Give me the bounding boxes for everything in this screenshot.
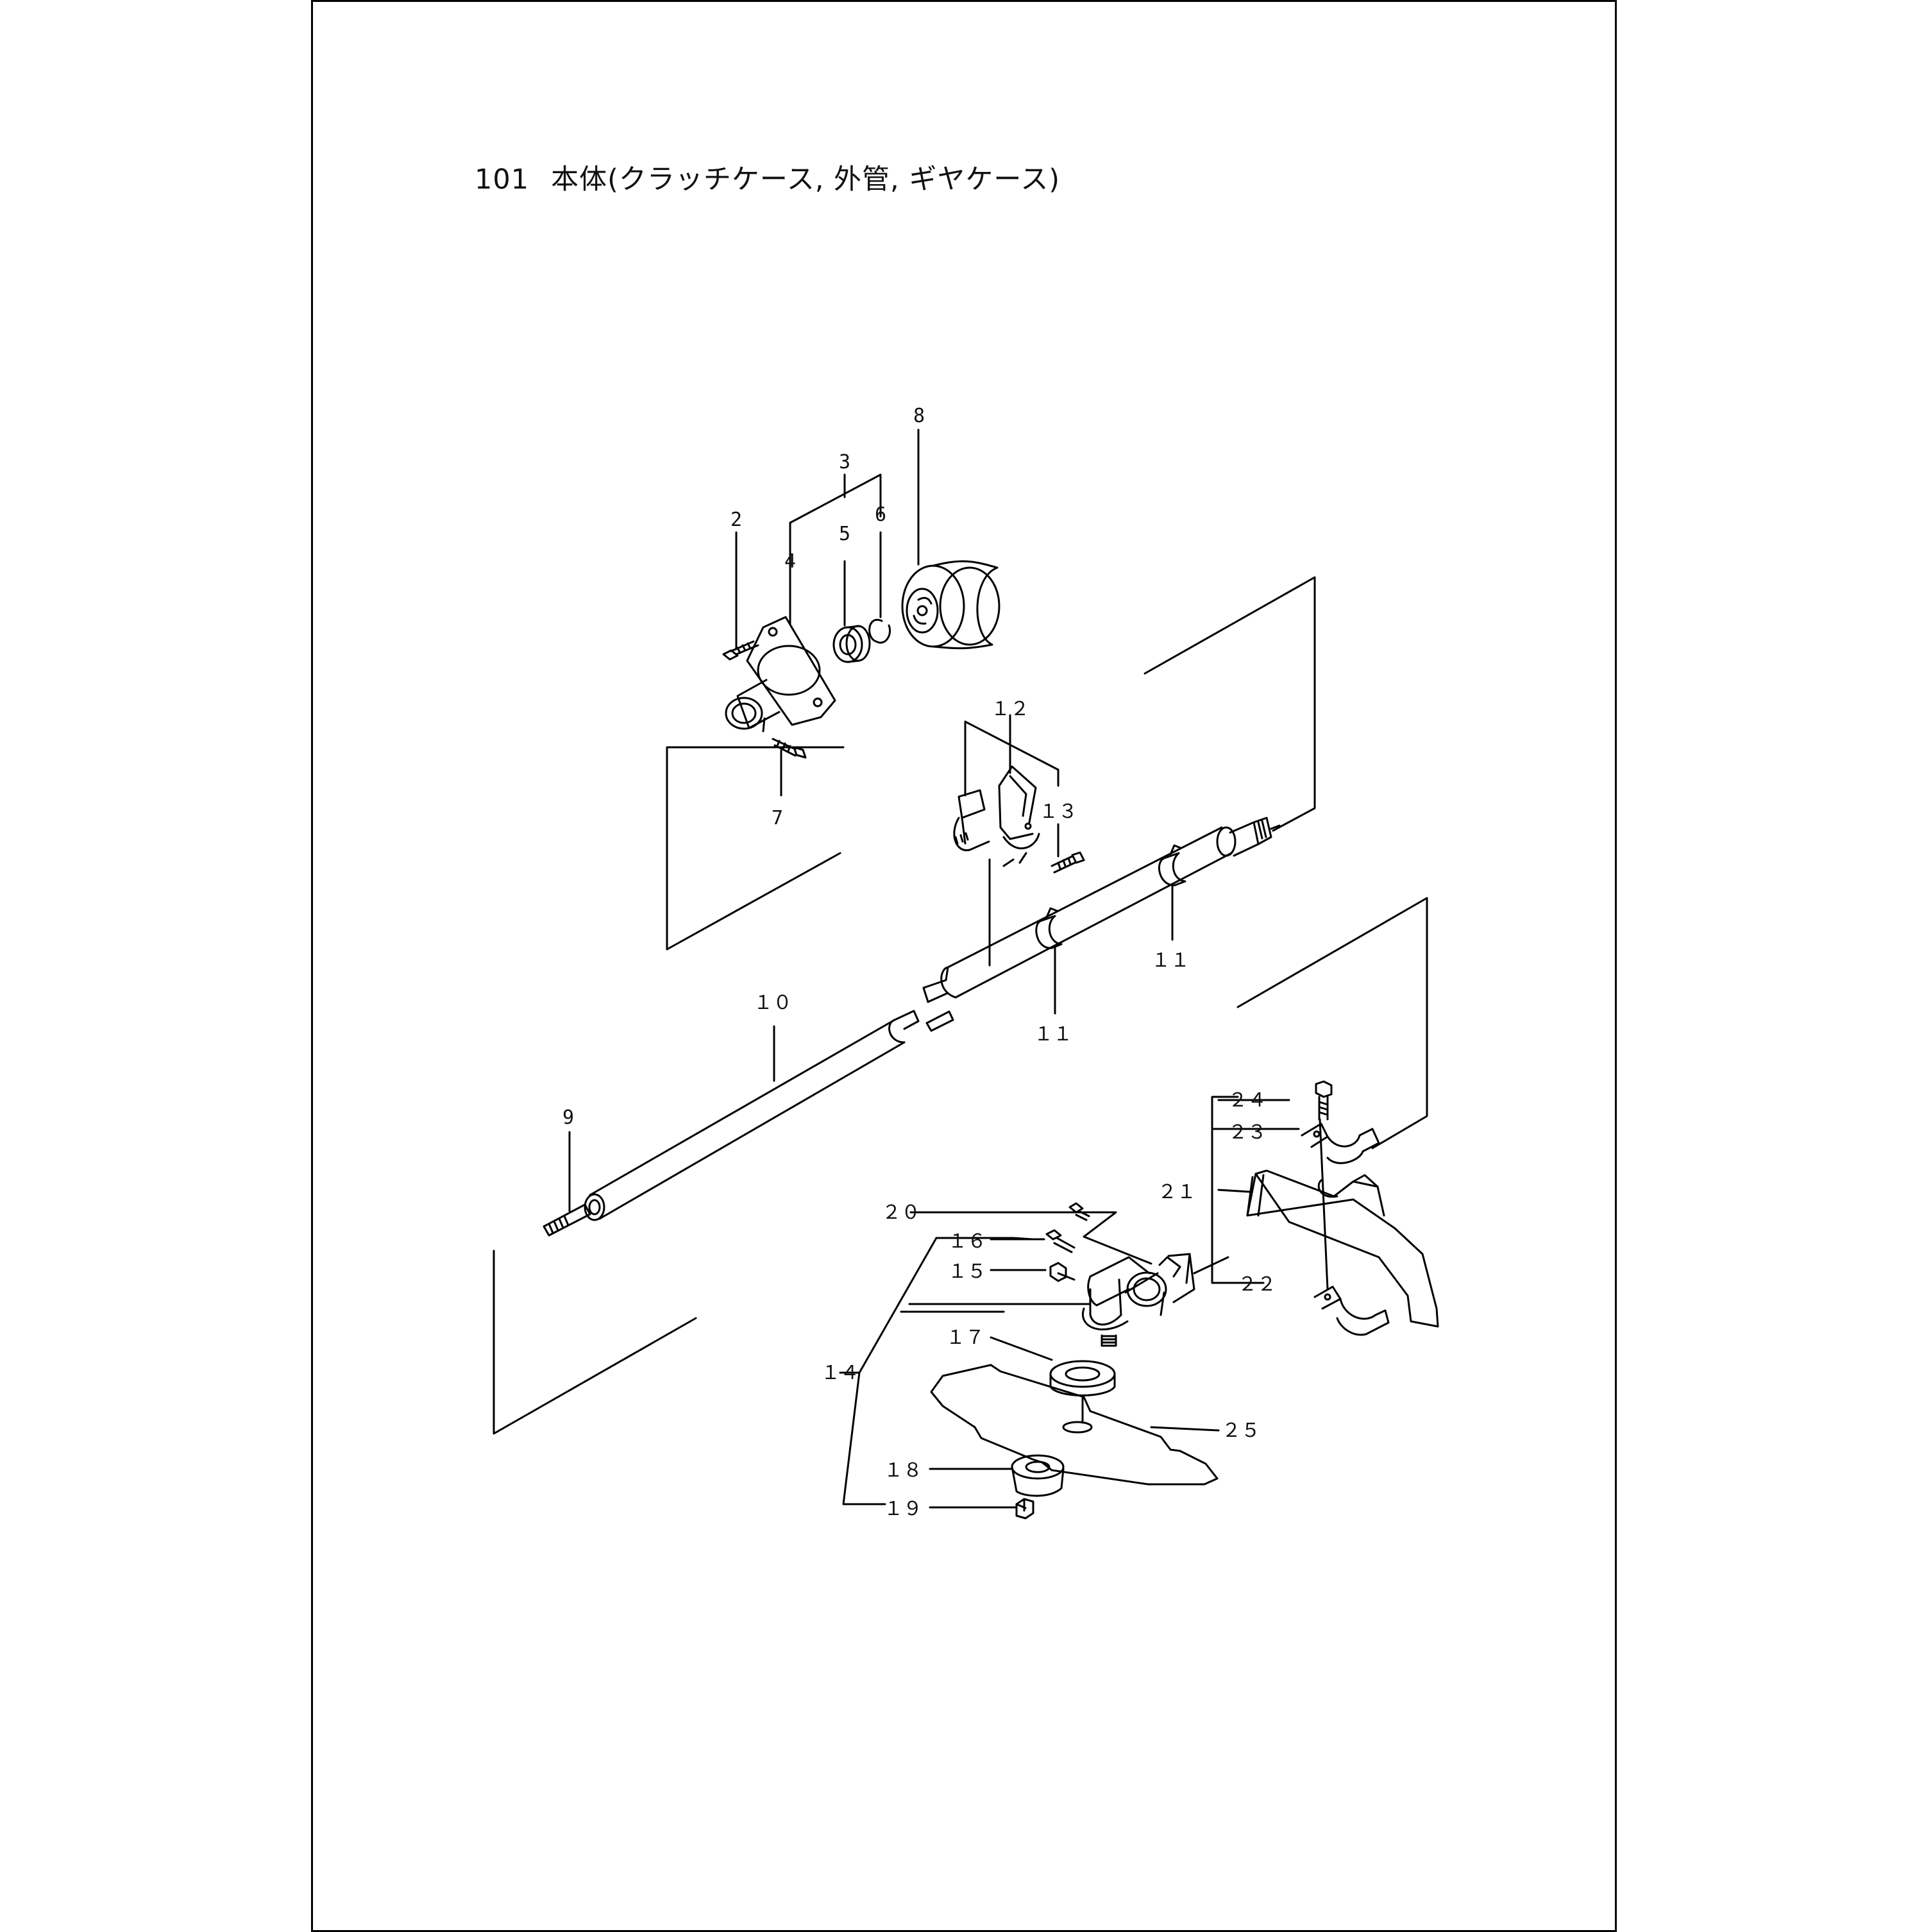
callout-20: ２０ bbox=[882, 1201, 920, 1224]
guard-band-lower bbox=[1313, 1285, 1390, 1336]
lower-outer-tube bbox=[584, 1010, 920, 1221]
gear-case bbox=[1081, 1253, 1229, 1347]
leader-14 bbox=[839, 1237, 938, 1374]
safety-guard bbox=[1246, 1169, 1439, 1328]
clutch-assembly-frame bbox=[666, 746, 845, 951]
callout-25: ２５ bbox=[1222, 1419, 1260, 1442]
callout-21: ２１ bbox=[1158, 1181, 1196, 1203]
callout-3: 3 bbox=[839, 451, 850, 473]
leader-3 bbox=[789, 473, 882, 524]
drive-shaft-end bbox=[543, 1203, 591, 1237]
callout-24: ２４ bbox=[1228, 1089, 1267, 1112]
upper-outer-tube bbox=[922, 826, 1236, 1003]
callout-8: 8 bbox=[913, 405, 925, 427]
diagram-title: 本体(クラッチケース, 外管, ギヤケース) bbox=[551, 164, 1061, 196]
leader-22-24 bbox=[1211, 1096, 1265, 1284]
callout-13: １３ bbox=[1039, 801, 1077, 823]
saw-blade bbox=[930, 1364, 1219, 1486]
leader-25 bbox=[1150, 1426, 1220, 1432]
clutch-case bbox=[725, 616, 836, 733]
callout-15: １５ bbox=[948, 1260, 986, 1283]
callout-12: １２ bbox=[991, 698, 1029, 720]
leader-20 bbox=[909, 1211, 1152, 1265]
clutch-drum bbox=[901, 560, 1000, 650]
callout-6: 6 bbox=[875, 504, 886, 526]
gearcase-frame bbox=[1236, 897, 1428, 1149]
gearcase-nut-15 bbox=[1049, 1262, 1076, 1282]
page-title: 101 本体(クラッチケース, 外管, ギヤケース) bbox=[475, 157, 1060, 197]
callout-17: １７ bbox=[946, 1326, 984, 1349]
callout-10: １０ bbox=[754, 992, 792, 1014]
screw-bottom bbox=[772, 738, 807, 759]
snap-ring bbox=[868, 618, 891, 644]
gearcase-bolt-16 bbox=[1045, 1229, 1076, 1253]
leader-21 bbox=[1217, 1189, 1251, 1193]
clamp-bolt bbox=[1051, 851, 1085, 874]
screw-top bbox=[722, 640, 759, 661]
callout-11-lower: １１ bbox=[1034, 1023, 1072, 1046]
callout-11-upper: １１ bbox=[1151, 949, 1190, 972]
callout-22: ２２ bbox=[1238, 1273, 1276, 1296]
callout-5: 5 bbox=[839, 523, 850, 545]
handle-clamp bbox=[953, 765, 1040, 867]
grip-ring-2 bbox=[1158, 844, 1186, 886]
callout-7: 7 bbox=[772, 807, 783, 829]
shaft-end-frame bbox=[493, 1250, 697, 1435]
guard-bolt bbox=[1315, 1080, 1333, 1121]
blade-nut bbox=[1015, 1498, 1034, 1520]
callout-2: 2 bbox=[730, 509, 742, 531]
guard-band-upper bbox=[1301, 1123, 1380, 1164]
callout-23: ２３ bbox=[1228, 1121, 1267, 1144]
threaded-end bbox=[1229, 817, 1281, 857]
callout-16: １６ bbox=[948, 1230, 986, 1253]
bearing bbox=[832, 625, 871, 663]
callout-9: 9 bbox=[562, 1106, 574, 1129]
leader-12-13 bbox=[964, 720, 1059, 787]
diagram-number: 101 bbox=[475, 164, 530, 196]
callout-18: １８ bbox=[884, 1459, 922, 1482]
blade-arbor-hole bbox=[1062, 1421, 1093, 1434]
grip-ring-1 bbox=[1035, 907, 1063, 949]
callout-14: １４ bbox=[821, 1362, 859, 1384]
inner-shaft-stub bbox=[925, 1010, 954, 1032]
callout-4: 4 bbox=[784, 550, 796, 573]
leader-17 bbox=[990, 1336, 1053, 1361]
callout-19: １９ bbox=[884, 1498, 922, 1520]
blade-holder-lower bbox=[1011, 1454, 1065, 1497]
blade-holder-upper bbox=[1049, 1360, 1116, 1412]
callout-labels: 8 3 6 2 5 4 7 １２ １３ １１ １１ １０ 9 ２４ ２３ ２１ … bbox=[562, 405, 1276, 1520]
driveshaft-frame bbox=[1143, 576, 1316, 832]
